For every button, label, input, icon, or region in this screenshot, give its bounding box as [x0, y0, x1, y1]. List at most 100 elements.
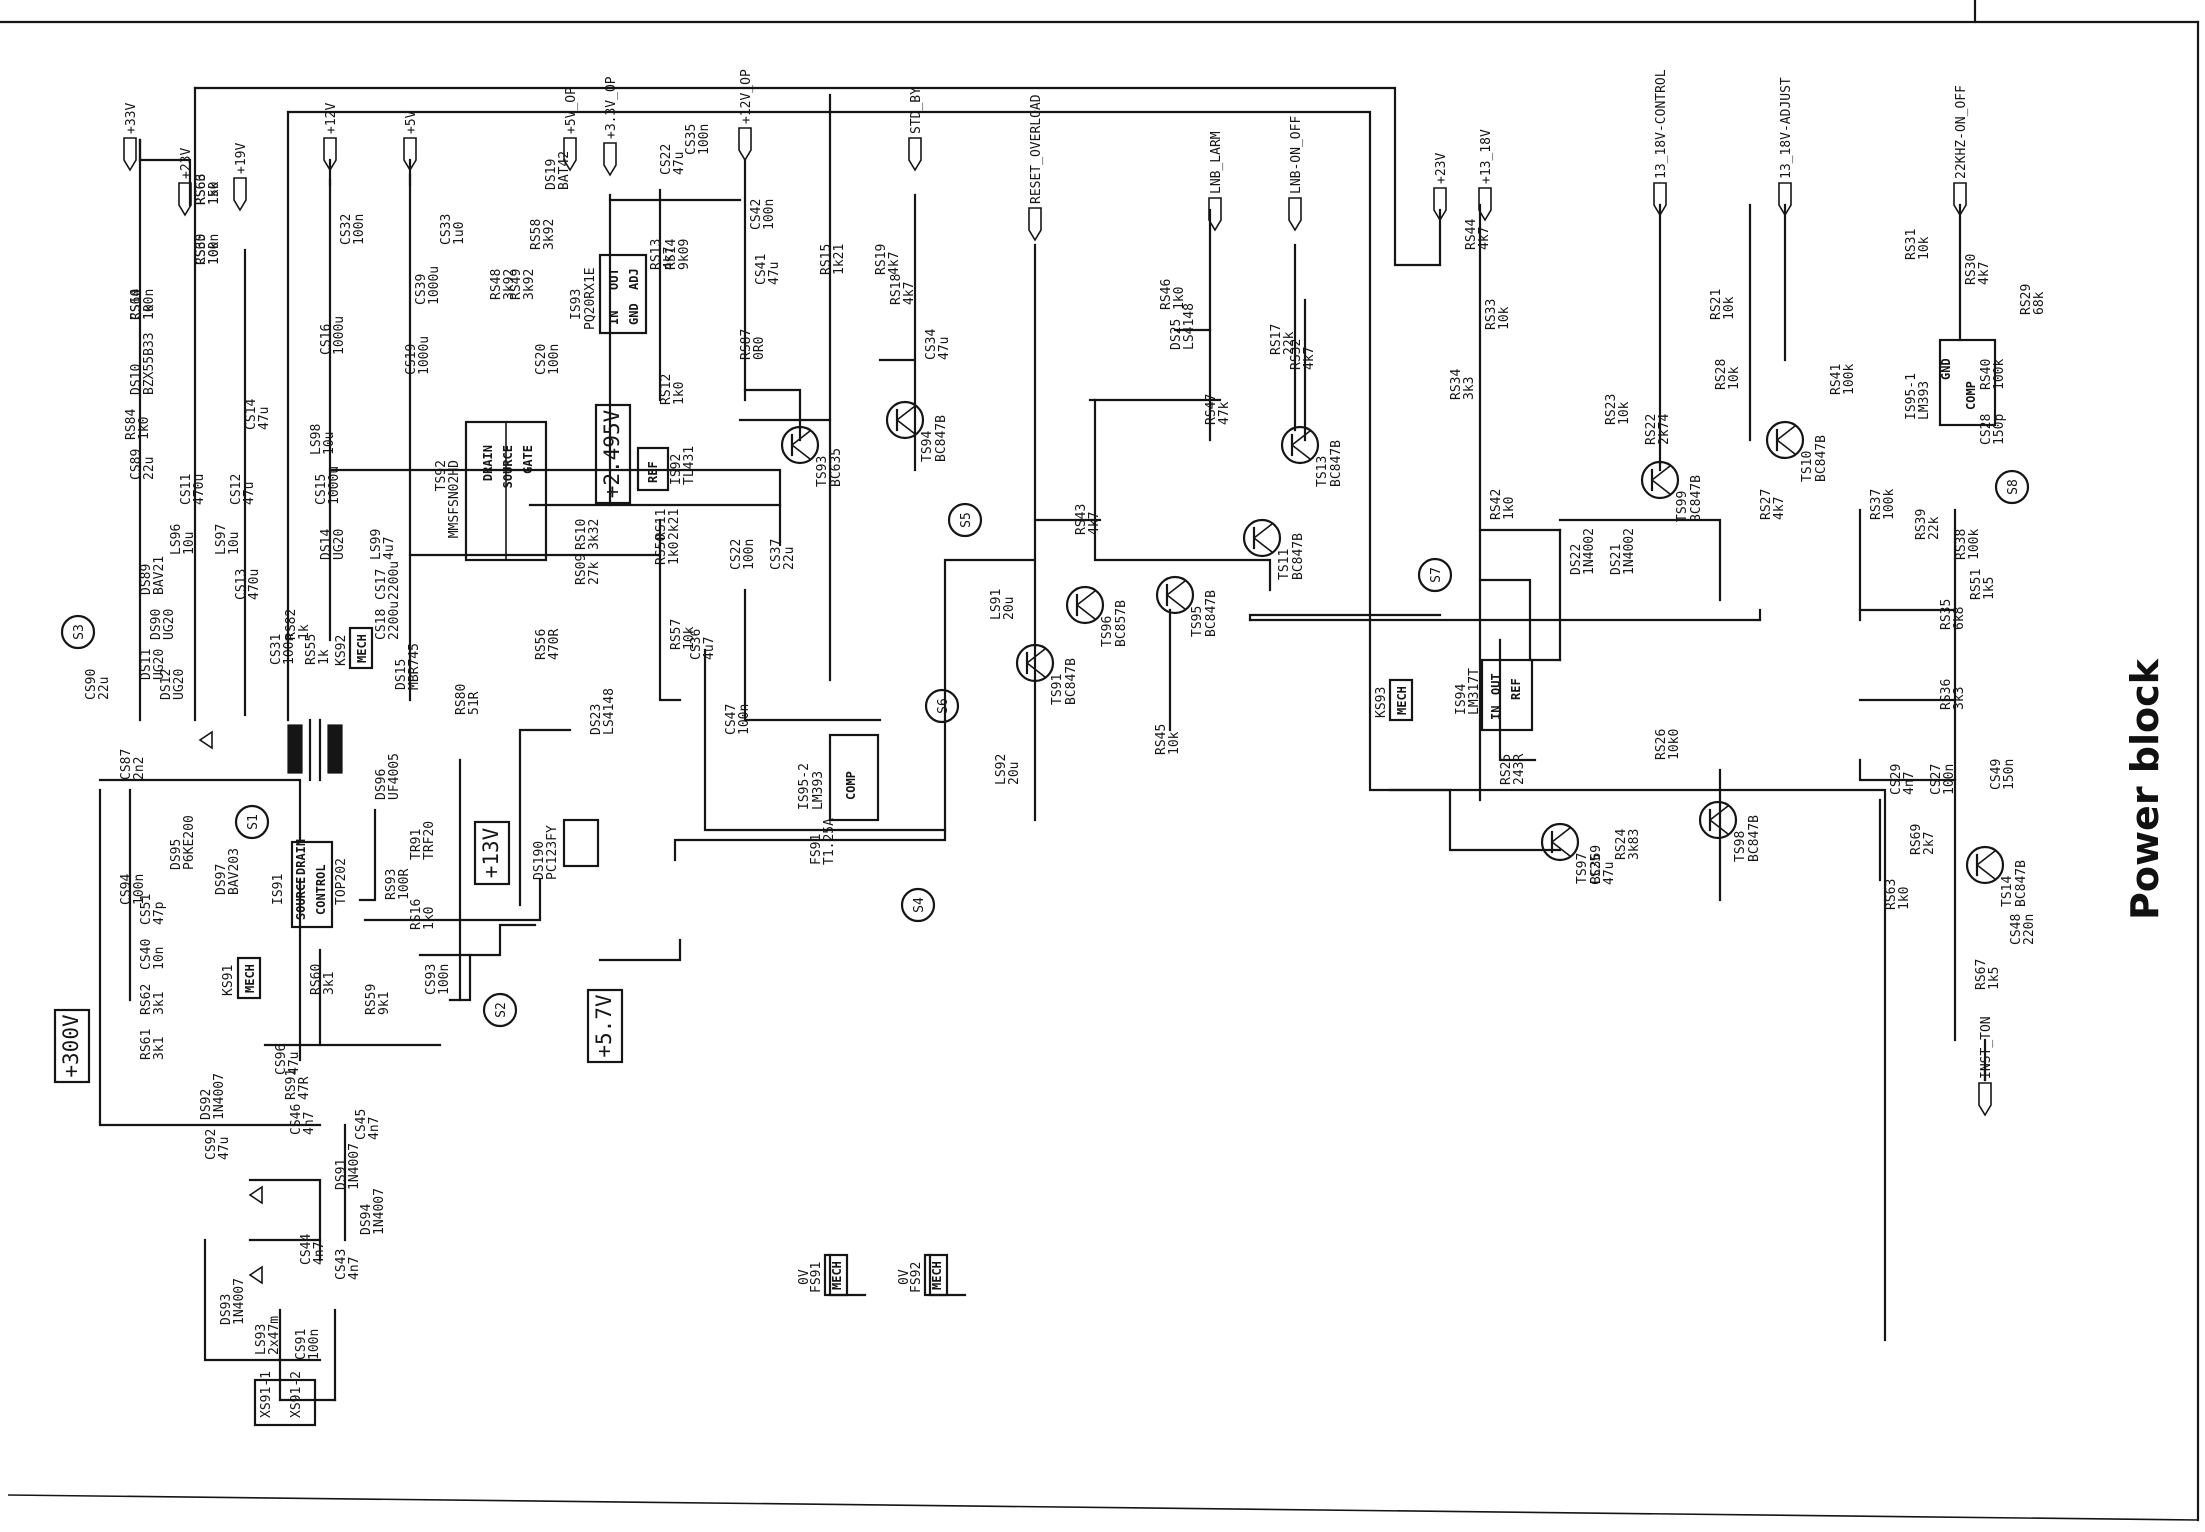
transistor-part: BC857B	[1114, 600, 1129, 647]
component-value: LS4148	[1182, 303, 1197, 350]
component-ref: RS63	[194, 174, 209, 205]
component-ref: RS66	[194, 174, 209, 205]
rail-label: STD_BY	[909, 87, 924, 134]
svg-text:DRAIN: DRAIN	[481, 445, 495, 481]
svg-text:IN: IN	[1489, 706, 1503, 720]
component-value: UF4005	[387, 753, 402, 800]
component-value: 4n7	[312, 1242, 327, 1265]
component-ref: RS49	[509, 269, 524, 300]
component-ref: CS13	[234, 569, 249, 600]
ic-is94: IN OUT REF IS94 LM317T	[1454, 658, 1534, 732]
rail-labels: +33V +23V +19V +12V +5V +5V_OP +3.3V_OP …	[123, 69, 1994, 1117]
svg-text:COMP: COMP	[844, 771, 858, 800]
component-value: 100k	[1882, 489, 1897, 520]
component-value: 4u7	[702, 637, 717, 660]
svg-text:FS92: FS92	[909, 1262, 924, 1293]
component-value: 47u	[672, 152, 687, 175]
component-ref: CS18	[374, 609, 389, 640]
svg-text:0V: 0V	[897, 1269, 912, 1285]
transistor-ref: TS94	[920, 431, 935, 462]
component-ref: DS11	[139, 649, 154, 680]
component-ref: CS14	[244, 399, 259, 430]
component-value: UG20	[332, 529, 347, 560]
component-value: 10k	[1167, 731, 1182, 755]
transistor-part: BC847B	[2014, 860, 2029, 907]
svg-text:IS93: IS93	[569, 289, 584, 320]
component-ref: DS15	[394, 659, 409, 690]
ic-is93: IN OUT GND ADJ IS93 PQ20RX1E	[569, 253, 648, 335]
voltage-box: +2.495V	[594, 403, 632, 505]
voltage-box: +13V	[473, 820, 511, 886]
component-value: 4n7	[367, 1117, 382, 1140]
connector-label: XS91-2	[289, 1371, 304, 1418]
component-ref: RS14	[664, 239, 679, 270]
component-ref: CS47	[724, 704, 739, 735]
component-ref: RS37	[1869, 489, 1884, 520]
svg-text:COMP: COMP	[1964, 381, 1978, 410]
component-value: UG20	[152, 649, 167, 680]
component-ref: CS22	[659, 144, 674, 175]
svg-text:+2.495V: +2.495V	[600, 409, 624, 498]
component-ref: CS87	[119, 749, 134, 780]
component-value: BAV203	[227, 848, 242, 895]
component-ref: RS80	[454, 684, 469, 715]
component-value: 4k7	[1302, 347, 1317, 370]
test-point: S7	[1417, 557, 1453, 593]
component-ref: CS10	[129, 289, 144, 320]
svg-text:TOP202: TOP202	[334, 858, 349, 905]
svg-text:DS190: DS190	[532, 841, 547, 880]
ics: DRAIN SOURCE GATE TS92 MMSFSN02HD IN OUT…	[271, 253, 1997, 929]
component-ref: DS92	[199, 1089, 214, 1120]
component-value: 4k7	[1477, 227, 1492, 250]
component-ref: DS14	[319, 529, 334, 560]
svg-text:REF: REF	[646, 461, 660, 483]
component-value: 10u	[322, 432, 337, 455]
component-value: 4k7	[902, 282, 917, 305]
component-value: 470u	[192, 474, 207, 505]
component-ref: RS60	[309, 964, 324, 995]
component-value: 1k0	[1172, 287, 1187, 310]
transistor-part: BC847B	[1291, 533, 1306, 580]
component-value: 20u	[1007, 762, 1022, 785]
component-ref: RS21	[1709, 289, 1724, 320]
component-value: 3k1	[152, 1037, 167, 1060]
component-ref: RS27	[1759, 489, 1774, 520]
component-value: 47R	[297, 1076, 312, 1100]
component-value: 3k1	[152, 992, 167, 1015]
component-value: 1k0	[422, 907, 437, 930]
component-ref: RS17	[1269, 324, 1284, 355]
component-ref: RS15	[819, 244, 834, 275]
component-ref: CS44	[299, 1234, 314, 1265]
transistor-ref: TS99	[1675, 491, 1690, 522]
component-ref: RS19	[874, 244, 889, 275]
svg-text:+5.7V: +5.7V	[592, 994, 616, 1058]
